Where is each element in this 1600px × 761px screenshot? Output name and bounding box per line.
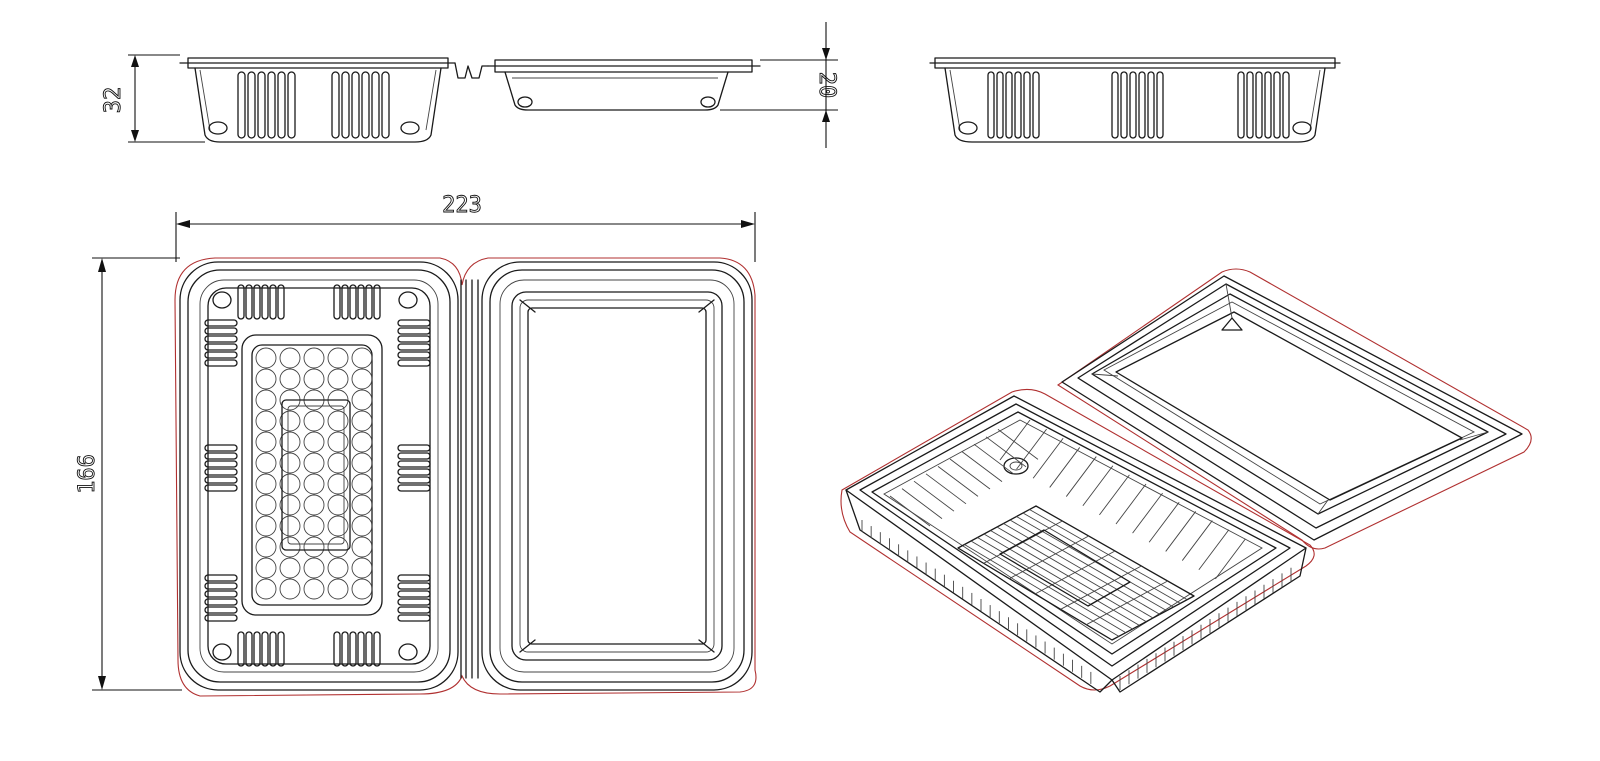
plan-view-lid <box>481 261 753 691</box>
dim-label-32: 32 <box>101 87 126 114</box>
side-view-left: 32 20 <box>101 22 839 148</box>
plan-view-base <box>179 261 459 691</box>
dimension-depth-166: 166 <box>75 257 182 691</box>
dimension-height-20: 20 <box>720 22 839 148</box>
dimension-width-223: 223 <box>175 193 756 262</box>
plan-view: 223 166 <box>75 193 757 697</box>
dim-label-166: 166 <box>75 454 100 494</box>
front-view <box>929 57 1341 143</box>
dim-label-20: 20 <box>814 72 839 99</box>
isometric-view <box>840 268 1532 693</box>
isometric-base <box>840 388 1315 693</box>
plan-view-hinge <box>460 279 479 679</box>
side-view-base <box>179 57 456 143</box>
dimension-height-32: 32 <box>101 54 205 143</box>
side-view-hinge <box>454 62 489 79</box>
dim-label-223: 223 <box>442 193 482 218</box>
side-view-lid <box>487 59 761 111</box>
